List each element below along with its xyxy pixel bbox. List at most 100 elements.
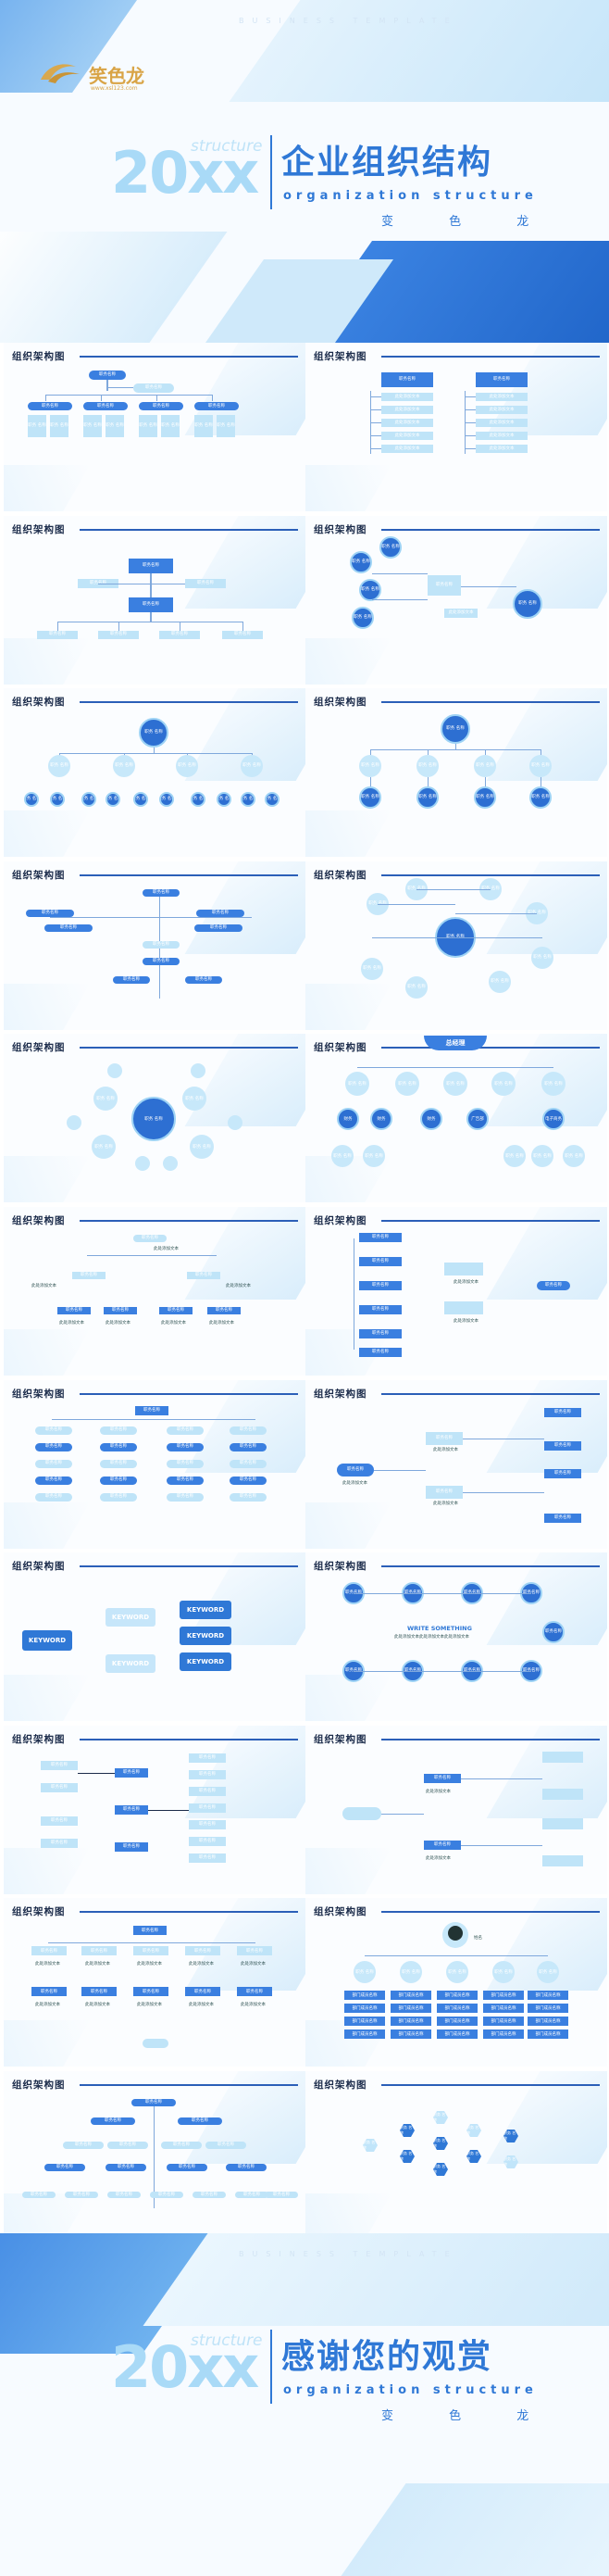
node-box: 职务名称	[194, 402, 239, 410]
node-box: 职务 名称	[50, 415, 68, 437]
slide-thumbnail[interactable]: 组织架构图职务 名称职务 名称职务 名称职务 名称职务名称职务 名称此处添加文本	[305, 515, 607, 685]
slide-title-rule	[381, 1565, 600, 1568]
slide-thumbnail[interactable]: 组织架构图职务 名称职务 名称职务 名称职务 名称职务 名称	[4, 1034, 305, 1203]
node-box: 职务名称	[100, 1459, 137, 1468]
node-caption: 姓名	[474, 1936, 482, 1941]
connector-line	[416, 888, 455, 890]
connector-line	[370, 435, 381, 436]
connector-line	[45, 395, 212, 396]
slide-thumbnail[interactable]: 组织架构图姓名职务 名称部门成员名称部门成员名称部门成员名称部门成员名称职务 名…	[305, 1898, 607, 2067]
node-caption: 此处添加文本	[433, 1447, 458, 1452]
node-box: 职务名称	[35, 1426, 72, 1435]
connector-line	[465, 422, 476, 423]
slide-thumbnail[interactable]: 组织架构图职务名称职务名称职务名称职务名称职务名称职务名称职务名称职务名称职务名…	[4, 1725, 305, 1894]
node-circle	[191, 1063, 205, 1079]
slide-thumbnail[interactable]: 组织架构图职务名称职务名称职务名称职务名称职务名称职务名称职务名称职务名称职务名…	[4, 861, 305, 1030]
connector-line	[463, 1491, 544, 1493]
connector-line	[52, 1418, 255, 1420]
node-box: 职务名称	[189, 1786, 226, 1796]
node-box: 部门成员名称	[437, 1991, 478, 2001]
node-circle: 职务 名称	[354, 1961, 376, 1984]
slide-thumbnail[interactable]: 组织架构图职务 名称职务 名称职务 名称职务 名称职务 名称职务 名称职务 名称…	[305, 688, 607, 858]
connector-line	[461, 1778, 542, 1779]
slide-title-rule	[80, 873, 298, 876]
node-box: 职务名称	[31, 1946, 67, 1956]
node-box: 职务名称	[226, 2164, 267, 2171]
node-box: 部门成员名称	[391, 2029, 431, 2040]
node-circle: 职务 名称	[92, 1135, 116, 1160]
node-box: 部门成员名称	[344, 2004, 385, 2014]
slide-thumbnail[interactable]: 组织架构图总经理职务 名称职务 名称职务 名称职务 名称职务 名称财务财务财务广…	[305, 1034, 607, 1203]
slide-title: 组织架构图	[12, 523, 66, 535]
slide-title: 组织架构图	[314, 1042, 367, 1054]
node-box: 职务名称	[26, 909, 74, 917]
node-circle: 广告部	[466, 1108, 489, 1131]
node-circle: 职务 名称	[361, 957, 383, 980]
cover-author: 变 色 龙	[381, 215, 555, 229]
general-manager-badge: 总经理	[424, 1036, 487, 1051]
node-circle: 职务 名称	[48, 755, 70, 778]
node-circle: 职务 名称	[529, 786, 552, 810]
slide-title-rule	[80, 1392, 298, 1395]
slide-title: 组织架构图	[12, 869, 66, 881]
connector-line	[159, 916, 252, 918]
node-circle: 财务	[420, 1108, 442, 1131]
slide-title-rule	[80, 701, 298, 704]
node-box: 职务名称	[139, 402, 183, 410]
slide-title-rule	[80, 1220, 298, 1222]
node-circle: 职务 名称	[345, 1072, 369, 1097]
hexagon-node: 职务 名称	[503, 2130, 518, 2142]
slide-title-rule	[381, 1392, 600, 1395]
keyword-box: KEYWORD	[180, 1601, 231, 1620]
slide-thumbnail[interactable]: 组织架构图职务名称职务名称职务名称职务名称职务名称职务名称此处添加文本此处添加文…	[305, 1207, 607, 1376]
node-box: 职务名称	[189, 1819, 226, 1829]
node-caption: 此处添加文本	[35, 2003, 60, 2008]
slide-thumbnail[interactable]: 组织架构图职务名称职务名称此处添加文本此处添加文本	[305, 1725, 607, 1894]
node-box: 职务名称	[100, 1426, 137, 1435]
slide-thumbnail[interactable]: 组织架构图职务名称职务名称此处添加文本职务名称此处添加文本职务名称此处添加文本职…	[4, 1898, 305, 2067]
node-circle: 职务 名称	[563, 1145, 585, 1168]
node-box: 职务名称	[81, 1946, 117, 1956]
hexagon-node: 职务 名称	[466, 2150, 481, 2163]
slide-thumbnail[interactable]: 组织架构图职务名称职务名称职务名称职务名称职务名称职务名称职务名称职务名称职务名…	[305, 1552, 607, 1722]
slide-title-rule	[381, 528, 600, 531]
slide-thumbnail[interactable]: 组织架构图职务名称此处添加文本职务名称职务名称此处添加文本此处添加文本职务名称职…	[305, 1379, 607, 1549]
connector-line	[148, 1809, 189, 1811]
slide-deco	[4, 2020, 91, 2067]
slide-thumbnail[interactable]: 组织架构图职务名称职务名称职务名称职务 名称职务 名称职务名称职务 名称职务 名…	[4, 343, 305, 511]
slide-thumbnail[interactable]: 组织架构图职务 名称职务 名称职务 名称职务 名称职务 名称职务 名称职务 名称…	[305, 2071, 607, 2240]
connector-line	[154, 2106, 155, 2208]
node-box: 职务名称	[230, 1459, 267, 1468]
slide-thumbnail[interactable]: 组织架构图职务名称职务名称此处添加文本此处添加文本此处添加文本此处添加文本此处添…	[305, 343, 607, 511]
node-box: 部门成员名称	[483, 1991, 524, 2001]
node-box: 职务名称	[89, 371, 126, 380]
node-box: 此处添加文本	[381, 419, 433, 427]
node-box: 此处添加文本	[476, 432, 528, 440]
slide-title: 组织架构图	[12, 1215, 66, 1226]
node-box: 职务名称	[537, 1281, 570, 1290]
connector-line	[365, 1955, 548, 1957]
slide-title-rule	[381, 2084, 600, 2086]
logo-name: 笑色龙	[89, 65, 144, 87]
node-box: 职务 名称	[28, 415, 46, 437]
node-box	[342, 1806, 381, 1820]
node-circle: 职务 名称	[81, 792, 96, 808]
node-caption: 此处添加文本	[226, 1284, 251, 1288]
connector-line	[374, 1469, 426, 1471]
connector-line	[150, 611, 152, 622]
node-box: 此处添加文本	[476, 419, 528, 427]
avatar	[448, 1926, 463, 1941]
node-caption: 此处添加文本	[137, 1962, 162, 1967]
slide-thumbnail[interactable]: 组织架构图职务名称职务名称职务名称职务名称职务名称职务名称职务名称职务名称职务名…	[4, 2071, 305, 2240]
connector-line	[370, 749, 541, 751]
slide-thumbnail[interactable]: 组织架构图职务名称职务名称职务名称职务名称职务名称职务名称职务名称职务名称职务名…	[4, 1379, 305, 1549]
slide-title-rule	[381, 1047, 600, 1049]
slide-title: 组织架构图	[314, 869, 367, 881]
node-circle: 职务 名称	[405, 975, 428, 999]
slide-thumbnail[interactable]: 组织架构图职务名称此处添加文本职务名称职务名称此处添加文本此处添加文本职务名称职…	[4, 1207, 305, 1376]
node-circle	[163, 1156, 178, 1172]
